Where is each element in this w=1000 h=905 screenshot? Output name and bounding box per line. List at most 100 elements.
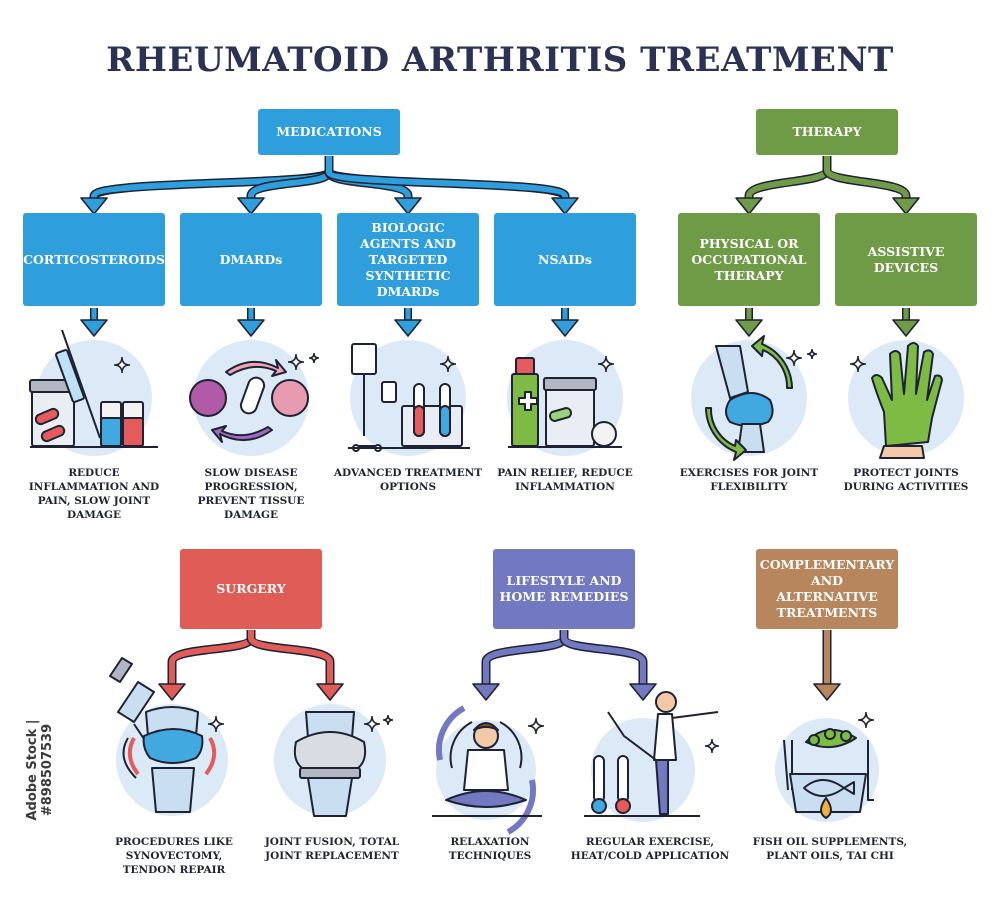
medications-branch-head-0	[80, 197, 108, 215]
virus-left	[189, 379, 227, 417]
fish	[803, 779, 855, 797]
capsule-1	[34, 407, 60, 426]
sub-arrow-2	[394, 308, 422, 337]
sparkle-9	[527, 717, 545, 735]
medications-box: MEDICATIONS	[258, 109, 400, 155]
implant-femoral	[293, 731, 367, 769]
thigh-bone	[715, 345, 749, 399]
sub-arrow-head-5	[892, 319, 920, 337]
sub-arrow-head-2	[394, 319, 422, 337]
capsule-green	[549, 407, 572, 422]
caption-nsaids: PAIN RELIEF, REDUCE INFLAMMATION	[497, 467, 633, 493]
thermometer-cold	[593, 755, 605, 803]
caption-joint-fusion: JOINT FUSION, TOTAL JOINT REPLACEMENT	[264, 836, 400, 862]
syringe-body	[117, 681, 155, 723]
tibia	[151, 767, 195, 813]
sparkle-10	[704, 738, 720, 754]
complementary-branch-head	[813, 683, 841, 701]
medications-branch-head-2	[394, 197, 422, 215]
caption-exercise: REGULAR EXERCISE, HEAT/COLD APPLICATION	[570, 836, 730, 862]
connector-arrows	[80, 156, 920, 701]
implant-tibial-tray	[299, 767, 361, 779]
sub-arrow-0	[80, 308, 108, 337]
leg-yoga-standing	[655, 759, 669, 815]
caption-relaxation: RELAXATION TECHNIQUES	[448, 836, 532, 862]
caption-biologic: ADVANCED TREATMENT OPTIONS	[333, 467, 483, 493]
torso-meditating	[463, 749, 509, 791]
illustrations	[29, 329, 964, 835]
surgery-box: SURGERY	[180, 549, 322, 629]
surgery-branch-0	[167, 630, 256, 684]
caption-synovectomy: PROCEDURES LIKE SYNOVECTOMY, TENDON REPA…	[115, 836, 233, 876]
sparkle-5b	[806, 348, 818, 360]
sub-arrow-head-3	[551, 319, 579, 337]
lifestyle-branch-head-1	[629, 683, 657, 701]
capsule-2	[40, 424, 66, 443]
hair-meditating	[473, 722, 499, 731]
sub-arrow-head-0	[80, 319, 108, 337]
sub-arrow-head-1	[237, 319, 265, 337]
sparkle-4	[597, 355, 615, 373]
sparkle-11	[857, 711, 875, 729]
lifestyle-branch-0	[481, 630, 569, 684]
syringe-barrel	[55, 349, 85, 403]
caption-physical-therapy: EXERCISES FOR JOINT FLEXIBILITY	[679, 467, 819, 493]
assistive-devices-box: ASSISTIVE DEVICES	[835, 213, 977, 306]
virus-right	[271, 379, 309, 417]
bean-3	[840, 730, 852, 742]
cycle-arrow-purple-right	[506, 779, 537, 835]
bean-1	[808, 734, 820, 746]
oil-drop	[820, 797, 832, 819]
nsaids-box: NSAIDs	[494, 213, 636, 306]
leg-yoga-raised	[607, 711, 657, 761]
sparkle-2	[287, 353, 305, 371]
crossed-legs	[445, 790, 527, 808]
thermometer-hot-bulb	[615, 798, 631, 814]
vial-2-liquid	[122, 417, 144, 447]
thermometer-hot	[617, 755, 629, 803]
caption-dmards: SLOW DISEASE PROGRESSION, PREVENT TISSUE…	[197, 467, 305, 521]
tablet-round	[591, 421, 617, 447]
physical-therapy-box: PHYSICAL OR OCCUPATIONAL THERAPY	[678, 213, 820, 306]
wrist	[879, 445, 925, 459]
arm-yoga	[671, 711, 719, 719]
vial-1-liquid	[100, 417, 122, 447]
caption-assistive: PROTECT JOINTS DURING ACTIVITIES	[843, 467, 969, 493]
biologic-agents-box: BIOLOGIC AGENTS AND TARGETED SYNTHETIC D…	[337, 213, 479, 306]
glove-hand	[871, 342, 943, 447]
iv-chamber	[381, 381, 397, 403]
nsaid-jar-lid	[543, 377, 597, 391]
lifestyle-branch-1	[559, 630, 648, 684]
therapy-branch-1	[822, 156, 911, 206]
sub-arrow-5	[892, 308, 920, 337]
medications-branch-head-1	[237, 197, 265, 215]
breath-arc-right	[499, 721, 523, 769]
head-yoga	[655, 691, 677, 713]
thermometer-cold-bulb	[591, 798, 607, 814]
complementary-box: COMPLEMENTARY AND ALTERNATIVE TREATMENTS	[756, 549, 898, 629]
therapy-box: THERAPY	[756, 109, 898, 155]
syringe-needle	[61, 329, 101, 439]
sparkle-1	[113, 356, 131, 374]
dmards-box: DMARDs	[180, 213, 322, 306]
stock-credit: Adobe Stock | #898507539	[25, 719, 55, 821]
sparkle-2b	[308, 352, 320, 364]
page-title: RHEUMATOID ARTHRITIS TREATMENT	[106, 40, 894, 80]
cycle-arrow-purple-left	[435, 705, 466, 761]
sparkle-5	[785, 349, 803, 367]
knife	[867, 740, 874, 801]
medications-branch-3	[324, 156, 570, 206]
caption-fish-oil: FISH OIL SUPPLEMENTS, PLANT OILS, TAI CH…	[752, 836, 908, 862]
sparkle-7	[207, 715, 225, 733]
syringe-plunger	[109, 657, 133, 683]
lifestyle-box: LIFESTYLE AND HOME REMEDIES	[493, 549, 635, 629]
inflammation-left	[122, 737, 137, 779]
sparkle-8b	[382, 714, 394, 726]
knee-cartilage	[725, 392, 774, 427]
breath-arc-left	[449, 721, 473, 769]
sparkle-3	[439, 355, 457, 373]
rotation-arrow-left	[705, 407, 747, 461]
tibia-2	[307, 777, 353, 817]
surgery-branch-head-0	[158, 683, 186, 701]
